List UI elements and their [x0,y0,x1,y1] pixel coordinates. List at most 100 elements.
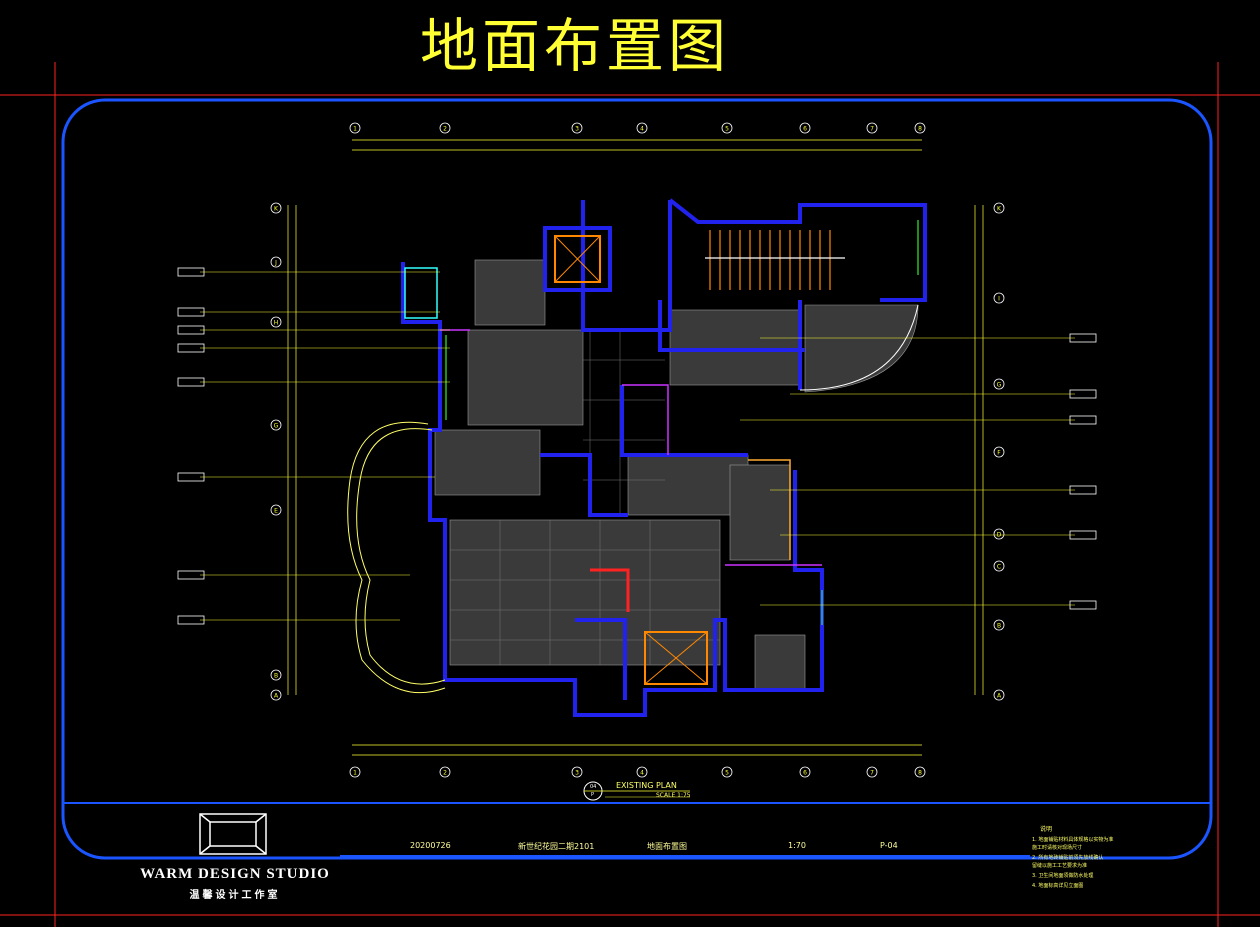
grid-top-2-label: 2 [443,126,447,133]
leader-lines [200,271,1075,621]
grid-bottom-1-label: 1 [353,770,357,777]
grid-right-G-circle [993,378,1005,390]
staircase [705,230,845,290]
grid-bottom-5-circle [721,766,733,778]
grid-bubbles-left: K J H G E B A [270,202,282,701]
grid-right-B-circle [993,619,1005,631]
grid-left-K-circle [270,202,282,214]
grid-left-H-label: H [274,320,279,327]
elevator-shafts [554,235,708,685]
note-line: 留缝以施工工艺要求为准 [1032,863,1088,869]
floor-areas [434,259,919,691]
grid-top-6-circle [799,122,811,134]
grid-top-4-circle [636,122,648,134]
grid-right-F-label: F [997,450,1001,457]
note-line: 3. 卫生间地面须做防水处理 [1032,873,1094,879]
grid-left-J-label: J [274,260,277,267]
grid-bottom-3-circle [571,766,583,778]
grid-left-K-label: K [274,206,279,213]
grid-left-E-label: E [274,508,278,515]
grid-top-8-circle [914,122,926,134]
title-block-scale: 1:70 [788,841,806,850]
plan-ref-top: 04 [590,784,597,790]
grid-top-7-label: 7 [870,126,874,133]
grid-left-E-circle [270,504,282,516]
grid-right-D-circle [993,528,1005,540]
plan-caption: EXISTING PLAN [616,781,677,790]
notes-heading: 说明 [1040,826,1053,833]
grid-left-H-circle [270,316,282,328]
grid-top-5-label: 5 [725,126,729,133]
material-tags [177,267,1097,625]
grid-bottom-7-circle [866,766,878,778]
balcony-glass [445,220,919,625]
grid-top-1-circle [349,122,361,134]
title-block-project: 新世纪花园二期2101 [518,842,595,851]
grid-top-7-circle [866,122,878,134]
grid-bottom-3-label: 3 [575,770,579,777]
note-line: 施工时请核对现场尺寸 [1032,845,1083,851]
note-line: 4. 地面标高详见立面图 [1032,883,1084,889]
grid-bottom-6-circle [799,766,811,778]
title-block-drawing-name: 地面布置图 [647,842,687,851]
grid-bottom-5-label: 5 [725,770,729,777]
grid-left-G-label: G [274,423,279,430]
grid-right-K-circle [993,202,1005,214]
partitions [404,267,822,566]
drawing-title: 地面布置图 [420,12,731,80]
sheet-frame [61,98,1213,860]
curved-terrace [347,304,919,694]
grid-top-2-circle [439,122,451,134]
grid-right-K-label: K [997,206,1002,213]
grid-bottom-8-label: 8 [918,770,922,777]
grid-right-I-label: I [998,296,1000,303]
grid-bottom-4-label: 4 [640,770,644,777]
walls [401,198,927,717]
grid-bottom-6-label: 6 [803,770,807,777]
grid-top-8-label: 8 [918,126,922,133]
studio-name-cn: 温馨设计工作室 [189,890,281,901]
grid-top-3-label: 3 [575,126,579,133]
studio-logo [199,813,267,855]
grid-right-I-circle [993,292,1005,304]
side-dimensions [287,205,984,695]
crop-marks [0,62,1260,927]
plan-ref-bottom: P [591,792,595,798]
grid-right-C-label: C [997,564,1001,571]
duct [590,568,630,612]
grid-right-F-circle [993,446,1005,458]
grid-bottom-4-circle [636,766,648,778]
title-block-date: 20200726 [410,841,451,850]
grid-left-A-circle [270,689,282,701]
grid-bottom-7-label: 7 [870,770,874,777]
grid-top-5-circle [721,122,733,134]
studio-name: WARM DESIGN STUDIO [140,866,330,882]
grid-bottom-8-circle [914,766,926,778]
plan-reference-symbol [583,781,690,801]
title-block-page: P-04 [880,841,898,850]
grid-right-C-circle [993,560,1005,572]
grid-top-4-label: 4 [640,126,644,133]
grid-left-B-circle [270,669,282,681]
grid-bottom-1-circle [349,766,361,778]
grid-right-A-circle [993,689,1005,701]
note-line: 1. 地面铺贴材料具体规格以实物为准 [1032,837,1114,843]
grid-top-3-circle [571,122,583,134]
grid-bottom-2-circle [439,766,451,778]
grid-right-B-label: B [997,623,1001,630]
grid-right-G-label: G [997,382,1002,389]
grid-left-J-circle [270,256,282,268]
note-line: 2. 所有地砖铺贴前须先放线确认 [1032,855,1104,861]
grid-left-B-label: B [274,673,278,680]
tile-grid [450,330,720,665]
plan-scale: SCALE 1:75 [656,792,691,799]
grid-top-6-label: 6 [803,126,807,133]
grid-left-G-circle [270,419,282,431]
top-dimensions [352,139,922,756]
grid-left-A-label: A [274,693,279,700]
grid-top-1-label: 1 [353,126,357,133]
grid-right-A-label: A [997,693,1002,700]
